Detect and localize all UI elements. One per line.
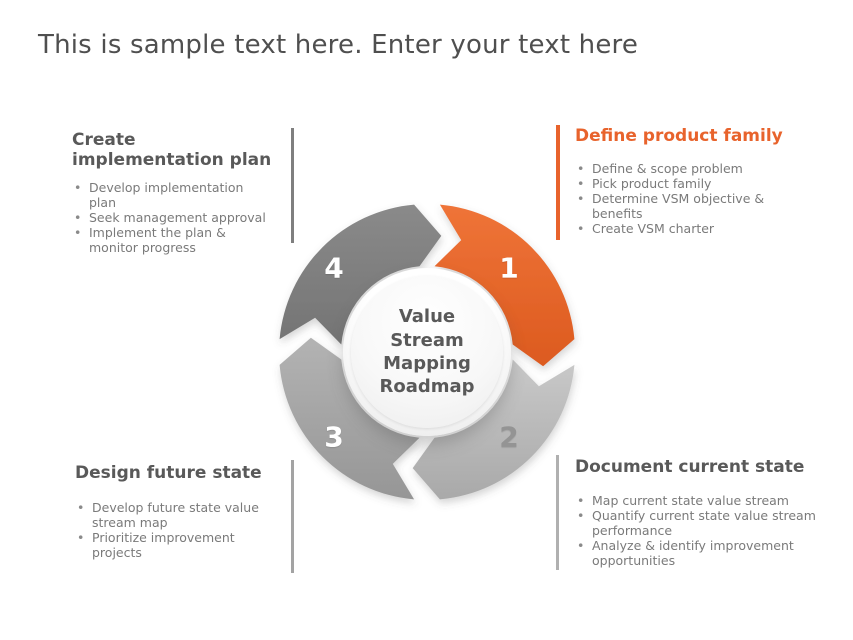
bullet-list-bottom-left: Develop future state value stream map Pr… xyxy=(75,500,271,560)
segment-2-arrow xyxy=(412,359,575,500)
quadrant-title-create-implementation-plan: Create implementation plan xyxy=(72,130,272,171)
bullet-item: Define & scope problem xyxy=(575,161,817,176)
bullet-item: Map current state value stream xyxy=(575,493,817,508)
center-circle: Value Stream Mapping Roadmap xyxy=(351,276,503,428)
page-title: This is sample text here. Enter your tex… xyxy=(38,30,639,60)
segment-number-4: 4 xyxy=(324,251,344,285)
bullet-item: Pick product family xyxy=(575,176,817,191)
segment-number-1: 1 xyxy=(499,251,519,285)
bullet-item: Develop future state value stream map xyxy=(75,500,271,530)
bullet-list-bottom-right: Map current state value stream Quantify … xyxy=(575,493,817,568)
bullet-item: Develop implementation plan xyxy=(72,180,268,210)
divider-bar-top-right xyxy=(556,125,560,240)
segment-1-arrow xyxy=(434,204,575,367)
bullet-item: Implement the plan & monitor progress xyxy=(72,225,268,255)
quadrant-title-design-future-state: Design future state xyxy=(75,463,262,483)
quadrant-title-define-product-family: Define product family xyxy=(575,126,783,146)
bullet-item: Quantify current state value stream perf… xyxy=(575,508,817,538)
bullet-item: Create VSM charter xyxy=(575,221,817,236)
divider-bar-bottom-right xyxy=(556,455,559,570)
bullet-list-top-left: Develop implementation plan Seek managem… xyxy=(72,180,268,255)
quadrant-title-document-current-state: Document current state xyxy=(575,457,805,477)
divider-bar-bottom-left xyxy=(291,460,294,573)
segment-number-3: 3 xyxy=(324,420,344,454)
bullet-item: Seek management approval xyxy=(72,210,268,225)
bullet-item: Analyze & identify improvement opportuni… xyxy=(575,538,817,568)
segment-4-arrow xyxy=(279,204,442,345)
segment-3-arrow xyxy=(279,337,420,500)
center-label: Value Stream Mapping Roadmap xyxy=(379,306,475,398)
bullet-item: Prioritize improvement projects xyxy=(75,530,271,560)
divider-bar-top-left xyxy=(291,128,294,243)
bullet-list-top-right: Define & scope problem Pick product fami… xyxy=(575,161,817,236)
bullet-item: Determine VSM objective & benefits xyxy=(575,191,817,221)
segment-number-2: 2 xyxy=(499,420,519,454)
